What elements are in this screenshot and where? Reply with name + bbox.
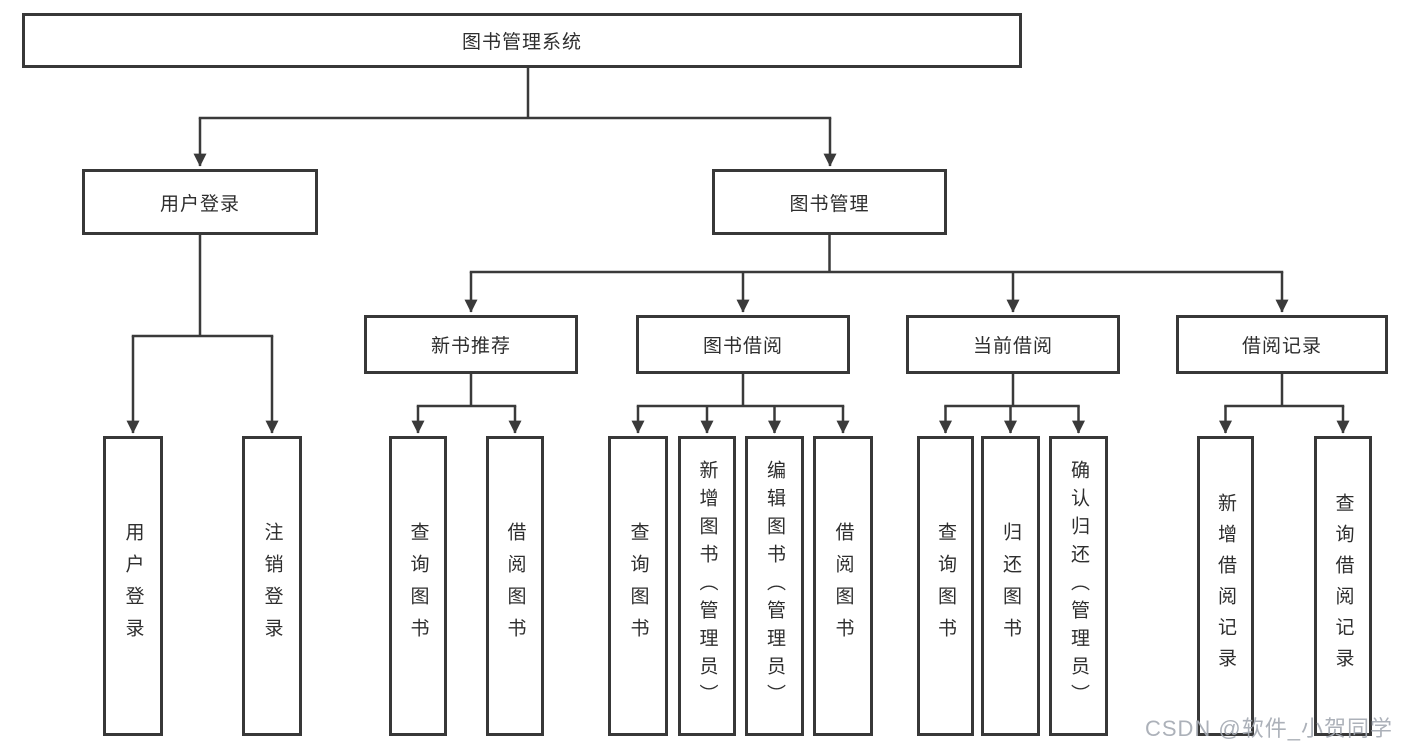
leaf-logout-label: 注销登录 (261, 522, 283, 650)
leaf-borrow-books: 借阅图书 (813, 436, 873, 736)
node-borrow-records-label: 借阅记录 (1241, 336, 1322, 357)
leaf-query-books-borrowing: 查询图书 (608, 436, 668, 736)
leaf-add-borrow-record-label: 新增借阅记录 (1215, 493, 1236, 679)
leaf-query-books-current: 查询图书 (917, 436, 974, 736)
node-root-system: 图书管理系统 (22, 13, 1022, 68)
leaf-query-books-borrowing-label: 查询图书 (627, 522, 649, 650)
leaf-confirm-return-admin: 确认归还（管理员） (1049, 436, 1108, 736)
leaf-add-borrow-record: 新增借阅记录 (1197, 436, 1254, 736)
leaf-query-books-recommend-label: 查询图书 (407, 522, 429, 650)
leaf-confirm-return-admin-label: 确认归还（管理员） (1068, 460, 1089, 712)
leaf-query-borrow-record-label: 查询借阅记录 (1332, 493, 1354, 679)
node-book-borrowing-label: 图书借阅 (702, 336, 783, 357)
leaf-add-book-admin: 新增图书（管理员） (678, 436, 736, 736)
leaf-edit-book-admin-label: 编辑图书（管理员） (764, 460, 785, 712)
leaf-borrow-books-label: 借阅图书 (832, 522, 854, 650)
csdn-watermark: CSDN @软件_小贺同学 (1144, 716, 1393, 741)
leaf-query-books-recommend: 查询图书 (389, 436, 447, 736)
node-user-login-label: 用户登录 (159, 193, 240, 215)
leaf-borrow-books-recommend-label: 借阅图书 (504, 522, 526, 650)
node-book-borrowing: 图书借阅 (636, 315, 850, 374)
leaf-add-book-admin-label: 新增图书（管理员） (696, 460, 718, 712)
node-new-book-recommend: 新书推荐 (364, 315, 578, 374)
node-user-login: 用户登录 (82, 169, 318, 235)
node-root-label: 图书管理系统 (461, 32, 582, 53)
leaf-logout: 注销登录 (242, 436, 302, 736)
leaf-query-borrow-record: 查询借阅记录 (1314, 436, 1372, 736)
node-borrow-records: 借阅记录 (1176, 315, 1388, 374)
leaf-return-book-label: 归还图书 (1000, 522, 1021, 650)
leaf-borrow-books-recommend: 借阅图书 (486, 436, 544, 736)
leaf-user-login: 用户登录 (103, 436, 163, 736)
node-new-book-recommend-label: 新书推荐 (430, 336, 511, 357)
node-book-management: 图书管理 (712, 169, 947, 235)
leaf-query-books-current-label: 查询图书 (935, 522, 956, 650)
node-current-borrowing: 当前借阅 (906, 315, 1120, 374)
node-book-management-label: 图书管理 (789, 193, 870, 215)
leaf-user-login-label: 用户登录 (122, 522, 144, 650)
leaf-edit-book-admin: 编辑图书（管理员） (745, 436, 804, 736)
leaf-return-book: 归还图书 (981, 436, 1040, 736)
node-current-borrowing-label: 当前借阅 (972, 336, 1053, 357)
